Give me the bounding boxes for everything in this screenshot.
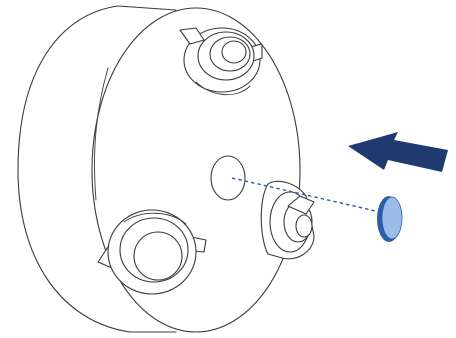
side-valve-tab	[287, 195, 315, 215]
top-valve-lower-edge	[195, 81, 251, 96]
lower-valve-cap	[133, 231, 183, 281]
top-valve-fitting	[179, 27, 263, 96]
top-valve-wing-left	[179, 27, 205, 45]
side-valve-nozzle	[295, 214, 313, 238]
device-top-edge	[117, 5, 177, 11]
device-rear-rim	[17, 5, 177, 333]
blue-plug-cap-icon	[377, 196, 403, 242]
lower-valve-fitting	[97, 209, 207, 295]
center-port-opening	[210, 155, 246, 201]
lower-valve-rim	[123, 212, 187, 225]
side-valve-fitting	[260, 180, 315, 260]
cap-face	[381, 196, 403, 240]
top-valve-cap	[221, 40, 247, 64]
insertion-path-line	[231, 177, 381, 213]
device-face-rim	[94, 67, 109, 201]
insertion-arrow-icon	[348, 132, 448, 172]
